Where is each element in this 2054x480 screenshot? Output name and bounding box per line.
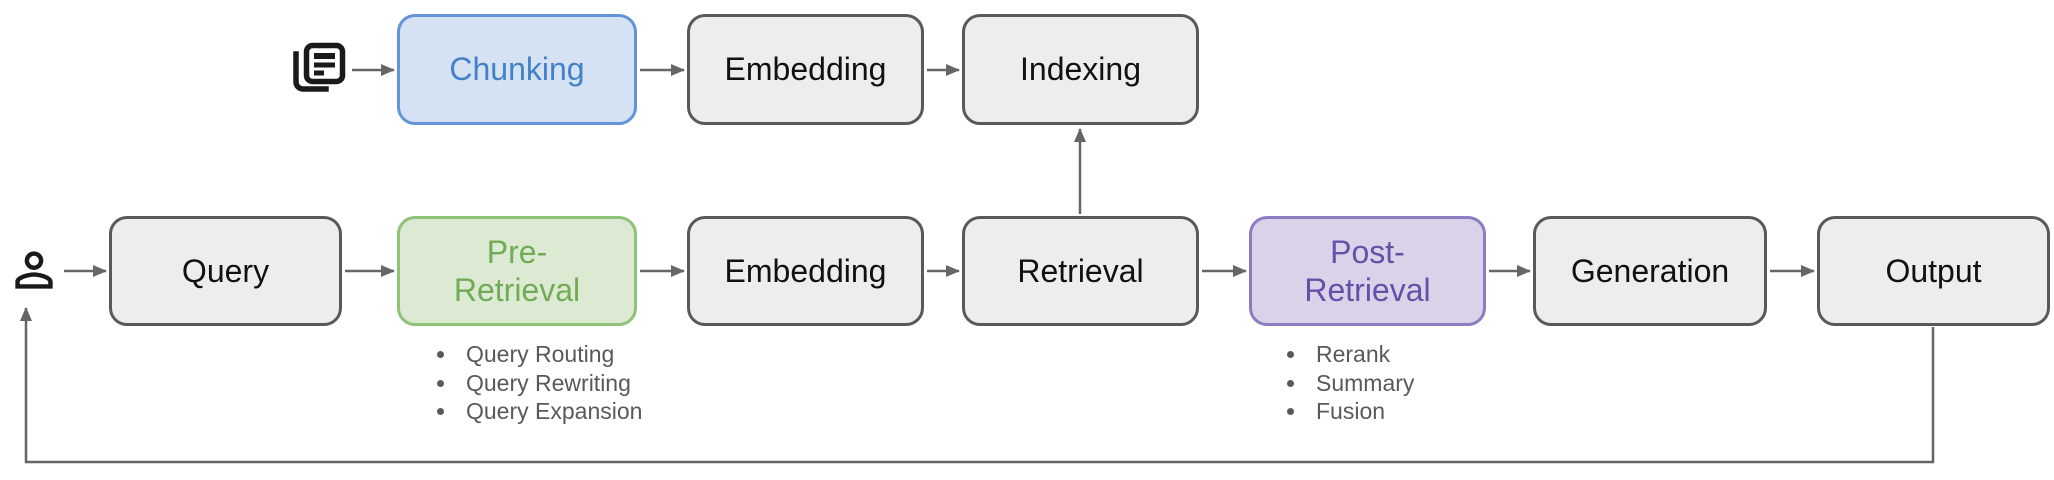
node-chunking: Chunking — [397, 14, 637, 125]
node-query-label: Query — [181, 252, 270, 289]
node-output: Output — [1817, 216, 2050, 326]
note-item: Summary — [1308, 369, 1414, 398]
node-embedding-top-label: Embedding — [724, 51, 887, 88]
node-pre-retrieval: Pre- Retrieval — [397, 216, 637, 326]
pre-retrieval-notes-list: Query Routing Query Rewriting Query Expa… — [428, 340, 642, 426]
note-item: Rerank — [1308, 340, 1414, 369]
documents-icon — [293, 42, 346, 92]
node-embedding-main-label: Embedding — [724, 252, 887, 289]
node-generation: Generation — [1533, 216, 1767, 326]
node-embedding-top: Embedding — [687, 14, 924, 125]
user-icon — [15, 251, 53, 289]
note-item: Query Routing — [458, 340, 642, 369]
node-indexing: Indexing — [962, 14, 1199, 125]
post-retrieval-notes-list: Rerank Summary Fusion — [1278, 340, 1414, 426]
node-indexing-label: Indexing — [1020, 51, 1141, 88]
node-retrieval-label: Retrieval — [1017, 252, 1144, 289]
node-output-label: Output — [1885, 252, 1982, 289]
node-query: Query — [109, 216, 342, 326]
note-item: Query Rewriting — [458, 369, 642, 398]
node-generation-label: Generation — [1570, 252, 1730, 289]
node-post-retrieval-label: Post- Retrieval — [1304, 233, 1431, 308]
note-item: Query Expansion — [458, 397, 642, 426]
node-pre-retrieval-label: Pre- Retrieval — [453, 233, 581, 308]
node-retrieval: Retrieval — [962, 216, 1199, 326]
node-embedding-main: Embedding — [687, 216, 924, 326]
node-chunking-label: Chunking — [449, 51, 585, 88]
arrow-output-feedback-loop — [20, 307, 1935, 464]
note-item: Fusion — [1308, 397, 1414, 426]
node-post-retrieval: Post- Retrieval — [1249, 216, 1486, 326]
